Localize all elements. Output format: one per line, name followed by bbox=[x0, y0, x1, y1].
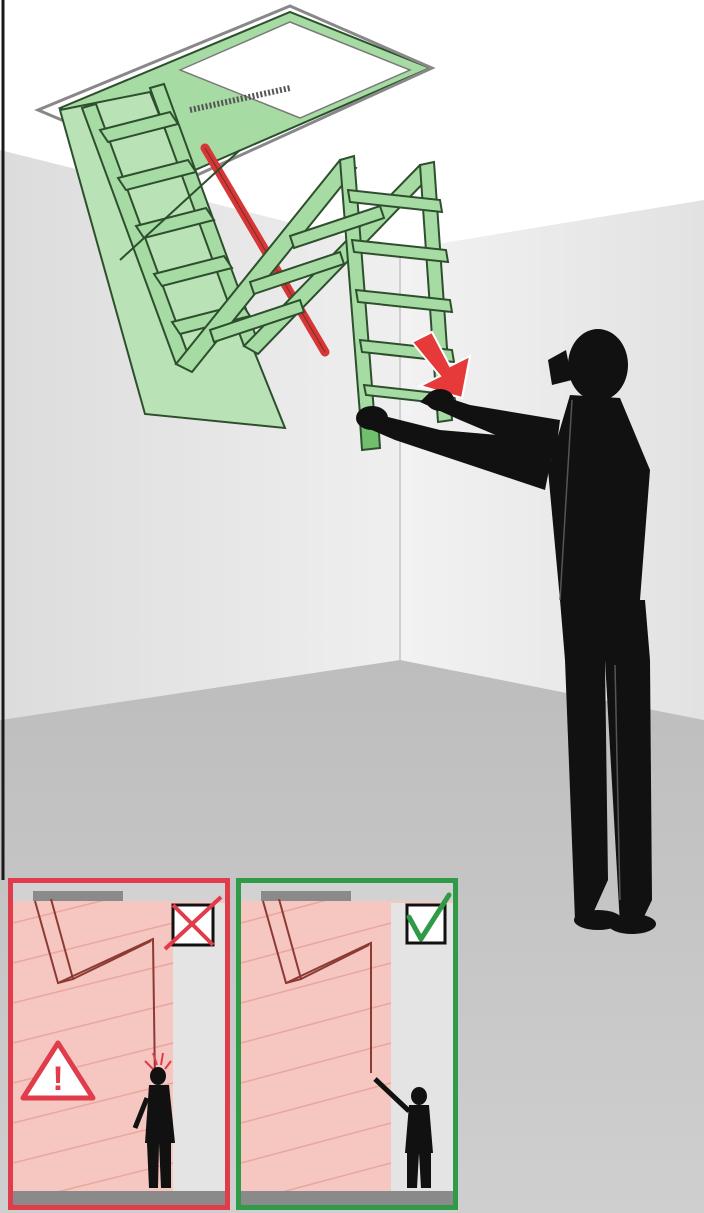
correct-scene bbox=[241, 883, 453, 1205]
correct-position-panel bbox=[236, 878, 458, 1210]
incorrect-scene: ! bbox=[13, 883, 225, 1205]
cross-mark-icon bbox=[165, 897, 221, 949]
incorrect-position-panel: ! bbox=[8, 878, 230, 1210]
warning-mark: ! bbox=[52, 1060, 63, 1098]
